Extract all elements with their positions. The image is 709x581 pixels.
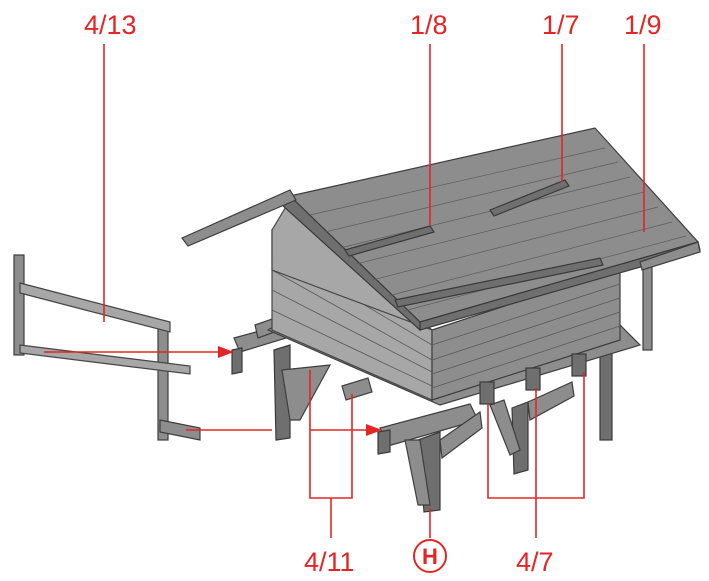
fence-post-left (13, 254, 25, 356)
roof-overhang-right (639, 241, 701, 271)
granary-model (13, 127, 701, 513)
leg-left-back (273, 344, 291, 441)
brace-h-right (439, 410, 483, 460)
shingle-texture (309, 147, 687, 312)
brace-left (281, 364, 332, 421)
front-supports (404, 381, 575, 513)
arrow-head-upper (218, 346, 234, 358)
annotations: 4/13 1/8 1/7 1/9 4/11 H 4/7 (44, 10, 662, 577)
brace-h-left (404, 439, 431, 506)
brace-mid-right (527, 381, 575, 421)
joist-end-1 (479, 381, 495, 405)
brace-mid-left (489, 399, 521, 456)
joist-end-3 (571, 353, 587, 377)
label-roof-right: 1/9 (624, 10, 662, 40)
arrow-head-lower (366, 424, 382, 436)
roof-batten-1 (344, 225, 435, 257)
joist-ends (479, 353, 587, 405)
fence-rail-foot (159, 419, 201, 441)
label-roof-left: 1/8 (410, 10, 448, 40)
h-circle (413, 539, 447, 573)
label-base-right: 4/7 (516, 547, 554, 577)
roof-overhang-left (181, 189, 297, 247)
joist-end-2 (525, 367, 541, 391)
roof-batten-2 (489, 179, 570, 217)
roof-batten-3 (394, 257, 604, 308)
label-base-center: H (422, 544, 438, 569)
joist-end (341, 377, 373, 401)
beam-end-lower (377, 429, 391, 455)
back-post-right (642, 261, 653, 351)
fence-rail-top (19, 282, 171, 333)
label-base-left: 4/11 (304, 547, 355, 577)
fence (13, 254, 201, 441)
label-fence: 4/13 (84, 10, 137, 40)
label-roof-middle: 1/7 (542, 10, 580, 40)
beam-end-upper (231, 347, 243, 375)
